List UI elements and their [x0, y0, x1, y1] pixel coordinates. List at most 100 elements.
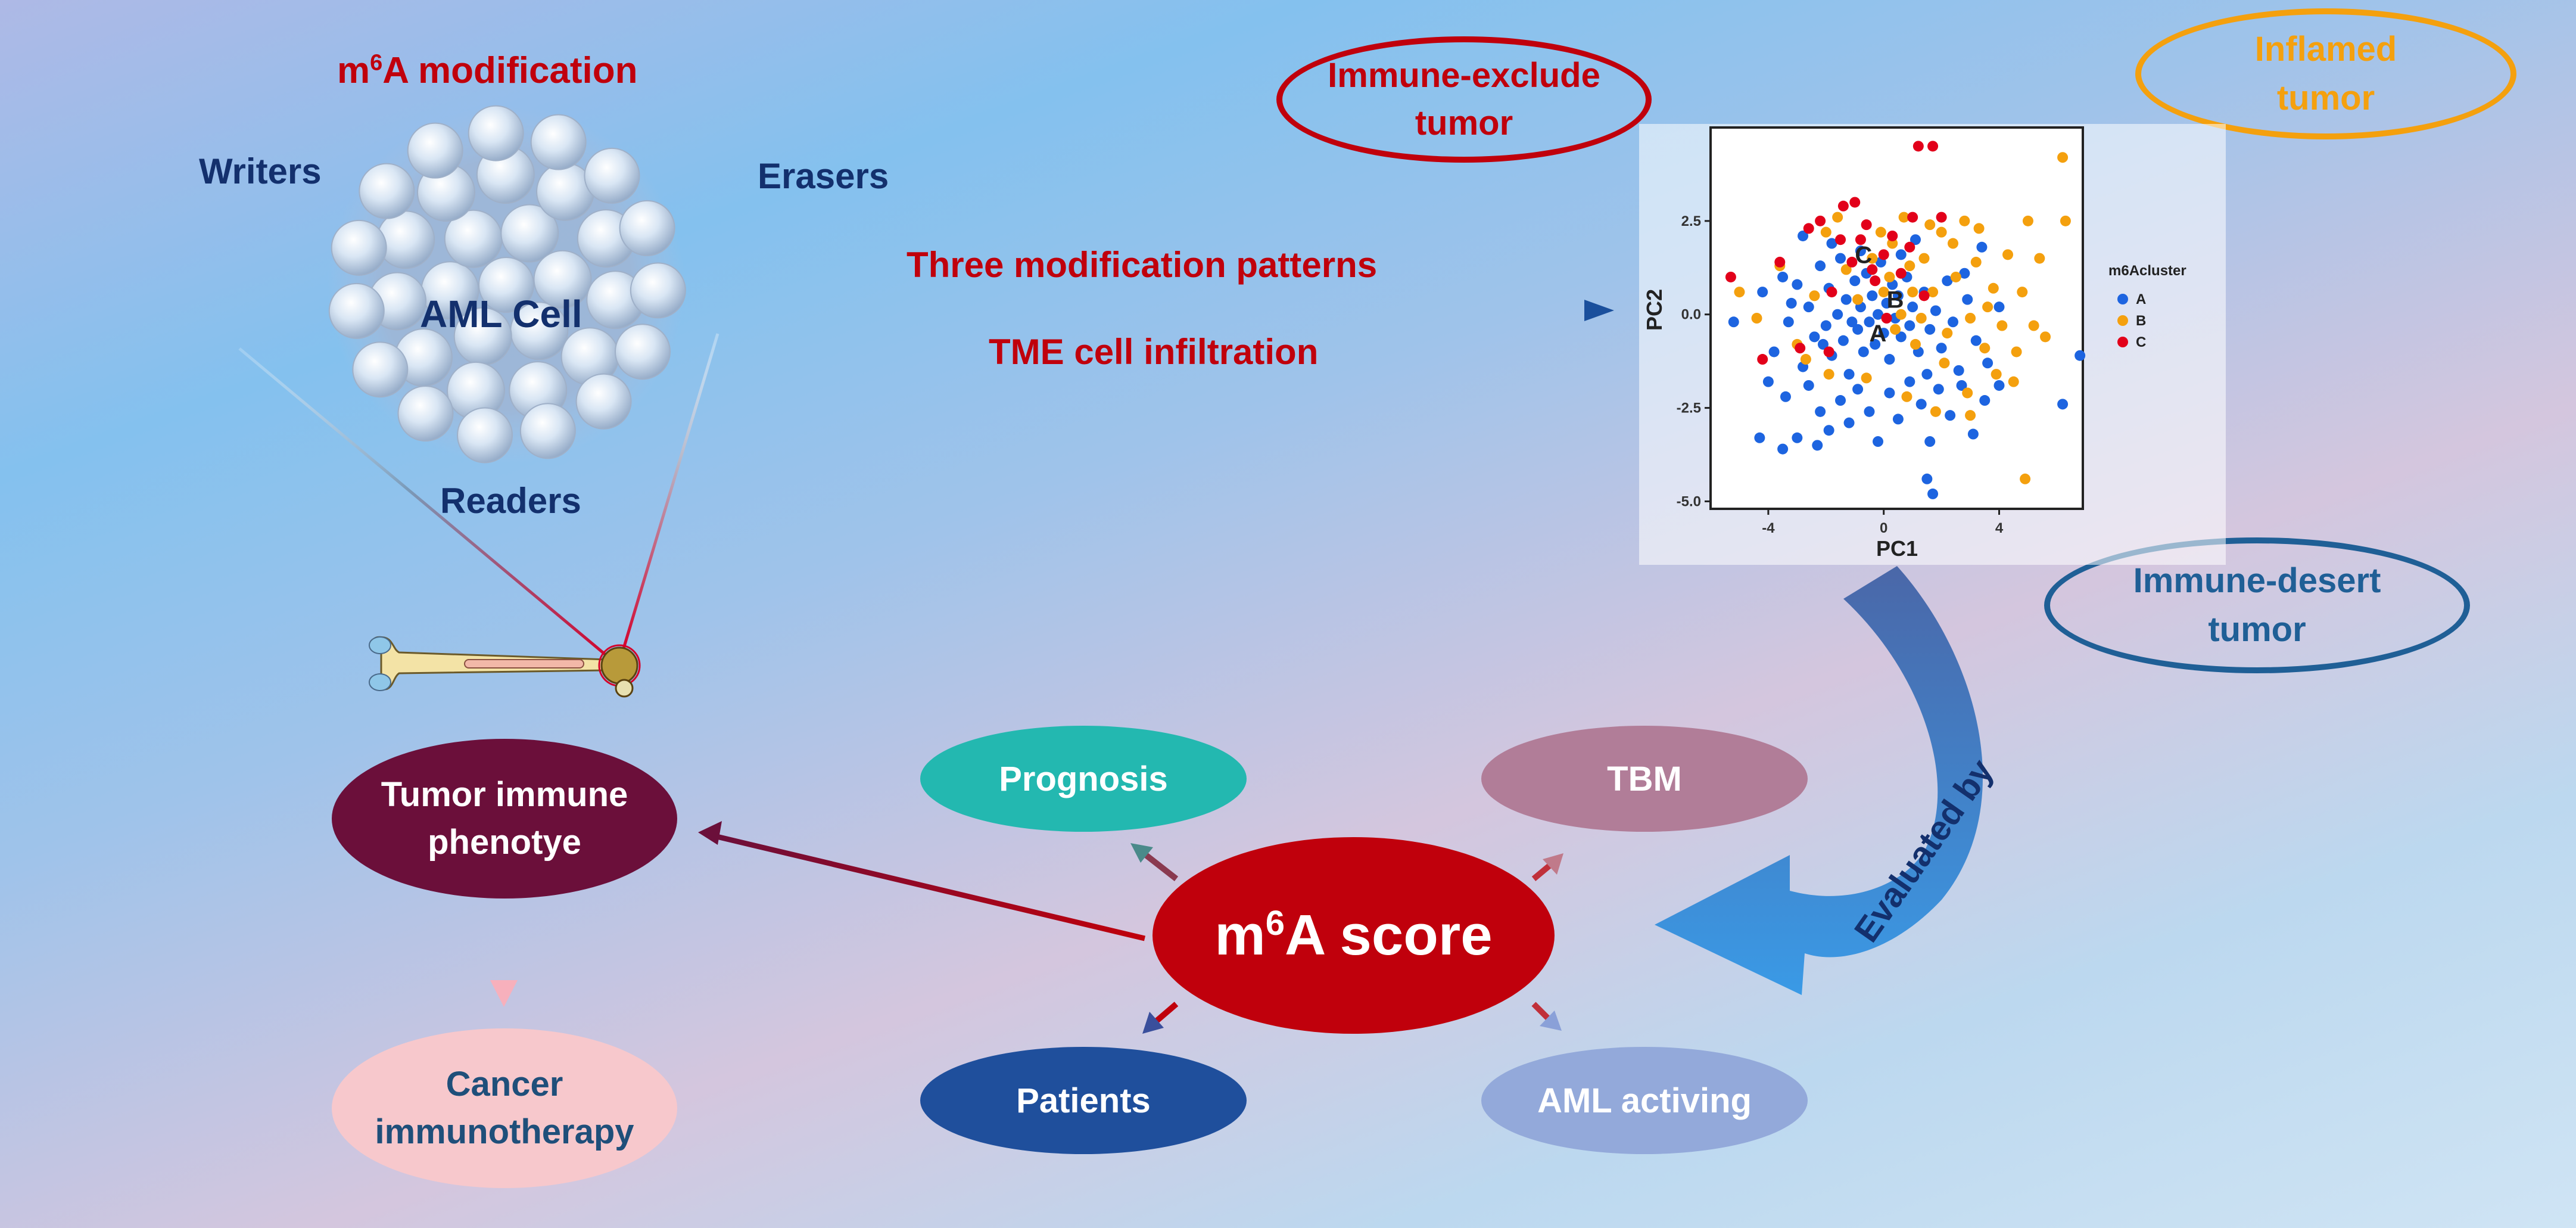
- scatter-point-a: [1783, 316, 1794, 328]
- scatter-point-a: [1970, 335, 1982, 346]
- scatter-point-b: [1751, 313, 1762, 324]
- scatter-point-a: [1924, 436, 1936, 447]
- scatter-point-b: [1950, 271, 1961, 282]
- cell-bubble: [331, 219, 387, 276]
- x-axis-label: PC1: [1876, 536, 1918, 561]
- erasers-label: Erasers: [758, 156, 889, 196]
- scatter-point-a: [1754, 432, 1765, 443]
- scatter-point-a: [1835, 253, 1846, 264]
- scatter-point-b: [1867, 253, 1878, 264]
- cell-bubble: [614, 324, 671, 380]
- scatter-point-a: [1895, 249, 1907, 260]
- cell-bubble: [352, 341, 409, 398]
- scatter-point-b: [1907, 287, 1918, 298]
- scatter-point-a: [1798, 230, 1809, 241]
- tumor-immune-phenotype-node[interactable]: Tumor immune phenotye: [332, 739, 677, 899]
- scatter-point-a: [1945, 410, 1956, 421]
- scatter-point-a: [1832, 309, 1843, 320]
- scatter-point-a: [1870, 338, 1881, 350]
- scatter-point-a: [1915, 399, 1927, 410]
- immune-desert-tumor-ring: Immune-desert tumor: [2044, 537, 2470, 673]
- prognosis-node[interactable]: Prognosis: [920, 726, 1247, 832]
- cell-bubble: [530, 114, 587, 170]
- scatter-point-a: [1826, 238, 1837, 249]
- scatter-point-b: [2034, 253, 2045, 264]
- scatter-point-c: [1878, 249, 1889, 260]
- scatter-point-b: [1852, 294, 1864, 305]
- scatter-point-c: [1725, 271, 1736, 282]
- scatter-point-a: [1792, 432, 1803, 443]
- scatter-point-b: [1930, 406, 1941, 417]
- y-tick-label: 0.0: [1681, 307, 1701, 323]
- scatter-point-c: [1867, 264, 1878, 275]
- scatter-point-c: [1803, 223, 1814, 234]
- scatter-point-b: [1878, 287, 1889, 298]
- scatter-point-c: [1849, 197, 1861, 208]
- readers-label: Readers: [440, 481, 581, 521]
- scatter-point-b: [1915, 313, 1927, 324]
- scatter-point-b: [2008, 376, 2019, 387]
- scatter-point-a: [1892, 414, 1904, 425]
- inflamed-tumor-ring: Inflamed tumor: [2135, 8, 2516, 139]
- scatter-point-a: [1835, 395, 1846, 406]
- scatter-point-b: [1979, 343, 1991, 354]
- legend-label-c: C: [2136, 334, 2146, 350]
- cancer-immunotherapy-node[interactable]: Cancer immunotherapy: [332, 1028, 677, 1188]
- scatter-point-b: [1898, 212, 1910, 223]
- scatter-point-b: [1884, 271, 1895, 282]
- legend-key-b: [2117, 315, 2128, 326]
- scatter-point-b: [2022, 215, 2033, 226]
- evaluated-by-arrow: [1655, 566, 1983, 995]
- scatter-point-a: [1873, 436, 1884, 447]
- scatter-point-b: [1904, 260, 1915, 272]
- cell-bubble: [619, 200, 675, 256]
- scatter-point-b: [1991, 369, 2002, 380]
- scatter-point-b: [1924, 219, 1936, 231]
- aml-activing-node[interactable]: AML activing: [1481, 1047, 1808, 1154]
- aml-cell-illustration: [238, 105, 719, 663]
- y-tick-label: -2.5: [1677, 400, 1701, 416]
- scatter-point-c: [1774, 256, 1786, 268]
- scatter-point-b: [1936, 226, 1947, 238]
- tbm-node[interactable]: TBM: [1481, 726, 1808, 832]
- zoom-line-right: [621, 333, 719, 653]
- m6a-score-node[interactable]: m6A score: [1152, 837, 1555, 1034]
- scatter-point-a: [2074, 350, 2086, 361]
- scatter-point-b: [1800, 354, 1811, 365]
- centroid-label-b: B: [1887, 287, 1904, 313]
- scatter-point-a: [1982, 357, 1993, 369]
- scatter-point-a: [1757, 287, 1768, 298]
- scatter-point-a: [1777, 271, 1789, 282]
- x-tick-label: -4: [1762, 520, 1775, 536]
- scatter-point-a: [1809, 331, 1820, 343]
- scatter-point-c: [1861, 219, 1872, 231]
- scatter-point-b: [1965, 410, 1976, 421]
- scatter-point-c: [1904, 241, 1915, 253]
- cell-bubble: [407, 122, 463, 179]
- scatter-point-a: [1777, 443, 1789, 455]
- scatter-point-b: [1887, 238, 1898, 249]
- patients-node[interactable]: Patients: [920, 1047, 1247, 1154]
- scatter-point-c: [1795, 343, 1806, 354]
- y-tick-label: -5.0: [1677, 493, 1701, 509]
- scatter-point-c: [1846, 256, 1858, 268]
- scatter-point-b: [1965, 313, 1976, 324]
- scatter-point-c: [1870, 275, 1881, 287]
- scatter-point-a: [1953, 365, 1964, 376]
- aml-cell-label: AML Cell: [420, 293, 583, 335]
- scatter-point-b: [2020, 473, 2031, 484]
- scatter-point-b: [1927, 287, 1939, 298]
- cell-bubble: [500, 204, 559, 263]
- scatter-point-a: [1803, 380, 1814, 391]
- immune-exclude-tumor-ring: Immune-exclude tumor: [1276, 36, 1652, 163]
- scatter-point-a: [1967, 428, 1979, 440]
- scatter-point-a: [1864, 316, 1875, 328]
- scatter-point-c: [1835, 234, 1846, 245]
- scatter-point-b: [1890, 324, 1901, 335]
- scatter-point-a: [1843, 417, 1855, 428]
- cell-bubble: [397, 386, 454, 442]
- scatter-point-a: [1942, 275, 1953, 287]
- scatter-point-a: [1852, 384, 1864, 395]
- scatter-point-b: [1959, 215, 1970, 226]
- centroid-label-a: A: [1870, 321, 1887, 347]
